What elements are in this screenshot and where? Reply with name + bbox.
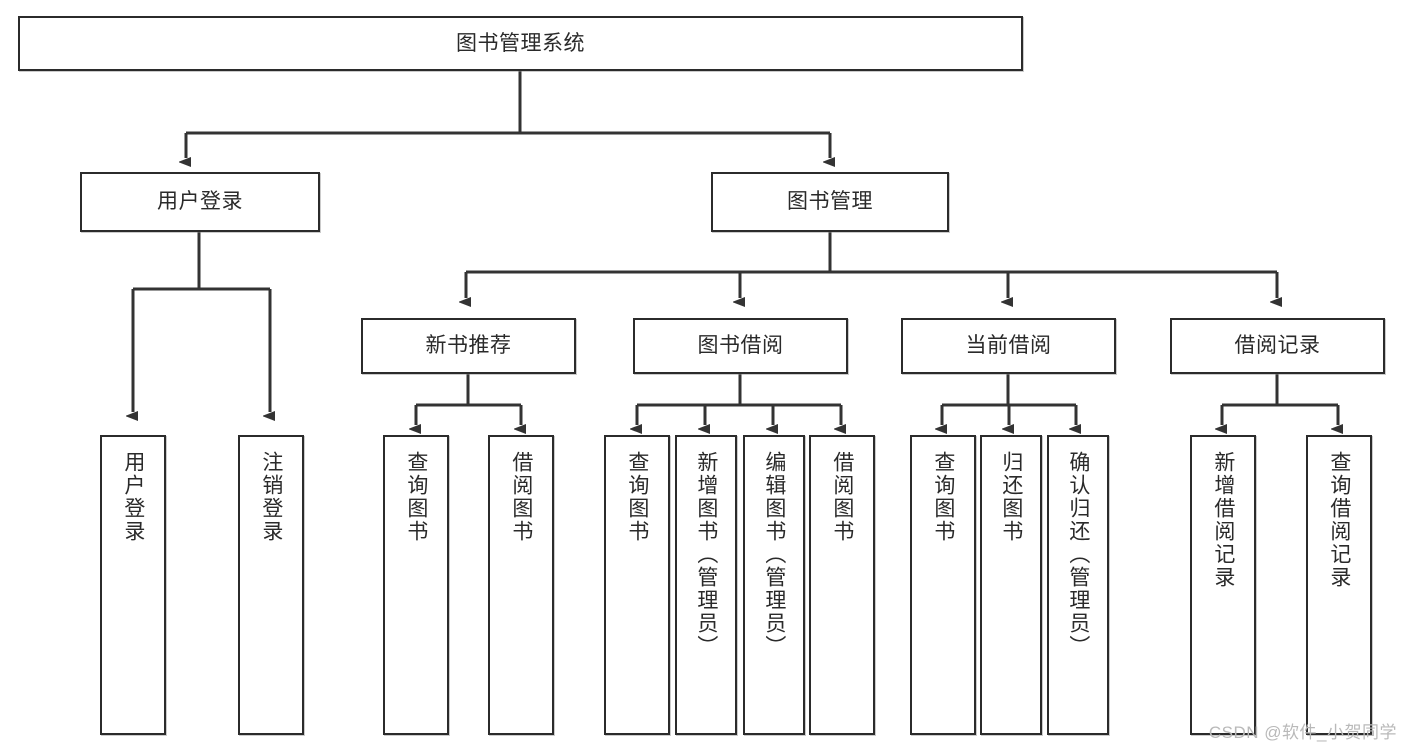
leaf-add-borrow-record-label: 新增借阅记录 [1211, 451, 1235, 589]
leaf-add-book-admin[interactable]: 新增图书（管理员） [675, 435, 737, 735]
leaf-return-book[interactable]: 归还图书 [980, 435, 1042, 735]
leaf-borrow-book-2-label: 借阅图书 [830, 451, 854, 543]
leaf-edit-book-admin-label: 编辑图书（管理员） [762, 451, 786, 658]
node-root[interactable]: 图书管理系统 [18, 16, 1023, 71]
node-current-borrow[interactable]: 当前借阅 [901, 318, 1116, 374]
leaf-return-book-label: 归还图书 [999, 451, 1023, 543]
leaf-query-borrow-record[interactable]: 查询借阅记录 [1306, 435, 1372, 735]
node-user-login-label: 用户登录 [157, 190, 243, 214]
leaf-query-book-1-label: 查询图书 [404, 451, 428, 543]
leaf-logout-login[interactable]: 注销登录 [238, 435, 304, 735]
leaf-query-book-3-label: 查询图书 [931, 451, 955, 543]
leaf-add-book-admin-label: 新增图书（管理员） [694, 451, 718, 658]
leaf-query-book-2-label: 查询图书 [625, 451, 649, 543]
leaf-query-borrow-record-label: 查询借阅记录 [1327, 451, 1351, 589]
node-book-management-label: 图书管理 [787, 190, 873, 214]
node-book-borrow[interactable]: 图书借阅 [633, 318, 848, 374]
node-user-login[interactable]: 用户登录 [80, 172, 320, 232]
leaf-edit-book-admin[interactable]: 编辑图书（管理员） [743, 435, 805, 735]
leaf-logout-login-label: 注销登录 [259, 451, 283, 543]
node-book-management[interactable]: 图书管理 [711, 172, 949, 232]
leaf-borrow-book-1-label: 借阅图书 [509, 451, 533, 543]
leaf-user-login[interactable]: 用户登录 [100, 435, 166, 735]
node-current-borrow-label: 当前借阅 [965, 334, 1052, 358]
csdn-watermark: CSDN @软件_小贺同学 [1208, 723, 1397, 742]
node-root-label: 图书管理系统 [456, 31, 585, 55]
node-borrow-record[interactable]: 借阅记录 [1170, 318, 1385, 374]
leaf-add-borrow-record[interactable]: 新增借阅记录 [1190, 435, 1256, 735]
leaf-query-book-3[interactable]: 查询图书 [910, 435, 976, 735]
node-borrow-record-label: 借阅记录 [1234, 334, 1321, 358]
leaf-borrow-book-2[interactable]: 借阅图书 [809, 435, 875, 735]
leaf-confirm-return-admin-label: 确认归还（管理员） [1066, 451, 1090, 658]
node-new-book-recommend-label: 新书推荐 [425, 334, 512, 358]
leaf-query-book-1[interactable]: 查询图书 [383, 435, 449, 735]
node-book-borrow-label: 图书借阅 [697, 334, 784, 358]
leaf-borrow-book-1[interactable]: 借阅图书 [488, 435, 554, 735]
leaf-user-login-label: 用户登录 [121, 451, 145, 543]
leaf-query-book-2[interactable]: 查询图书 [604, 435, 670, 735]
leaf-confirm-return-admin[interactable]: 确认归还（管理员） [1047, 435, 1109, 735]
node-new-book-recommend[interactable]: 新书推荐 [361, 318, 576, 374]
